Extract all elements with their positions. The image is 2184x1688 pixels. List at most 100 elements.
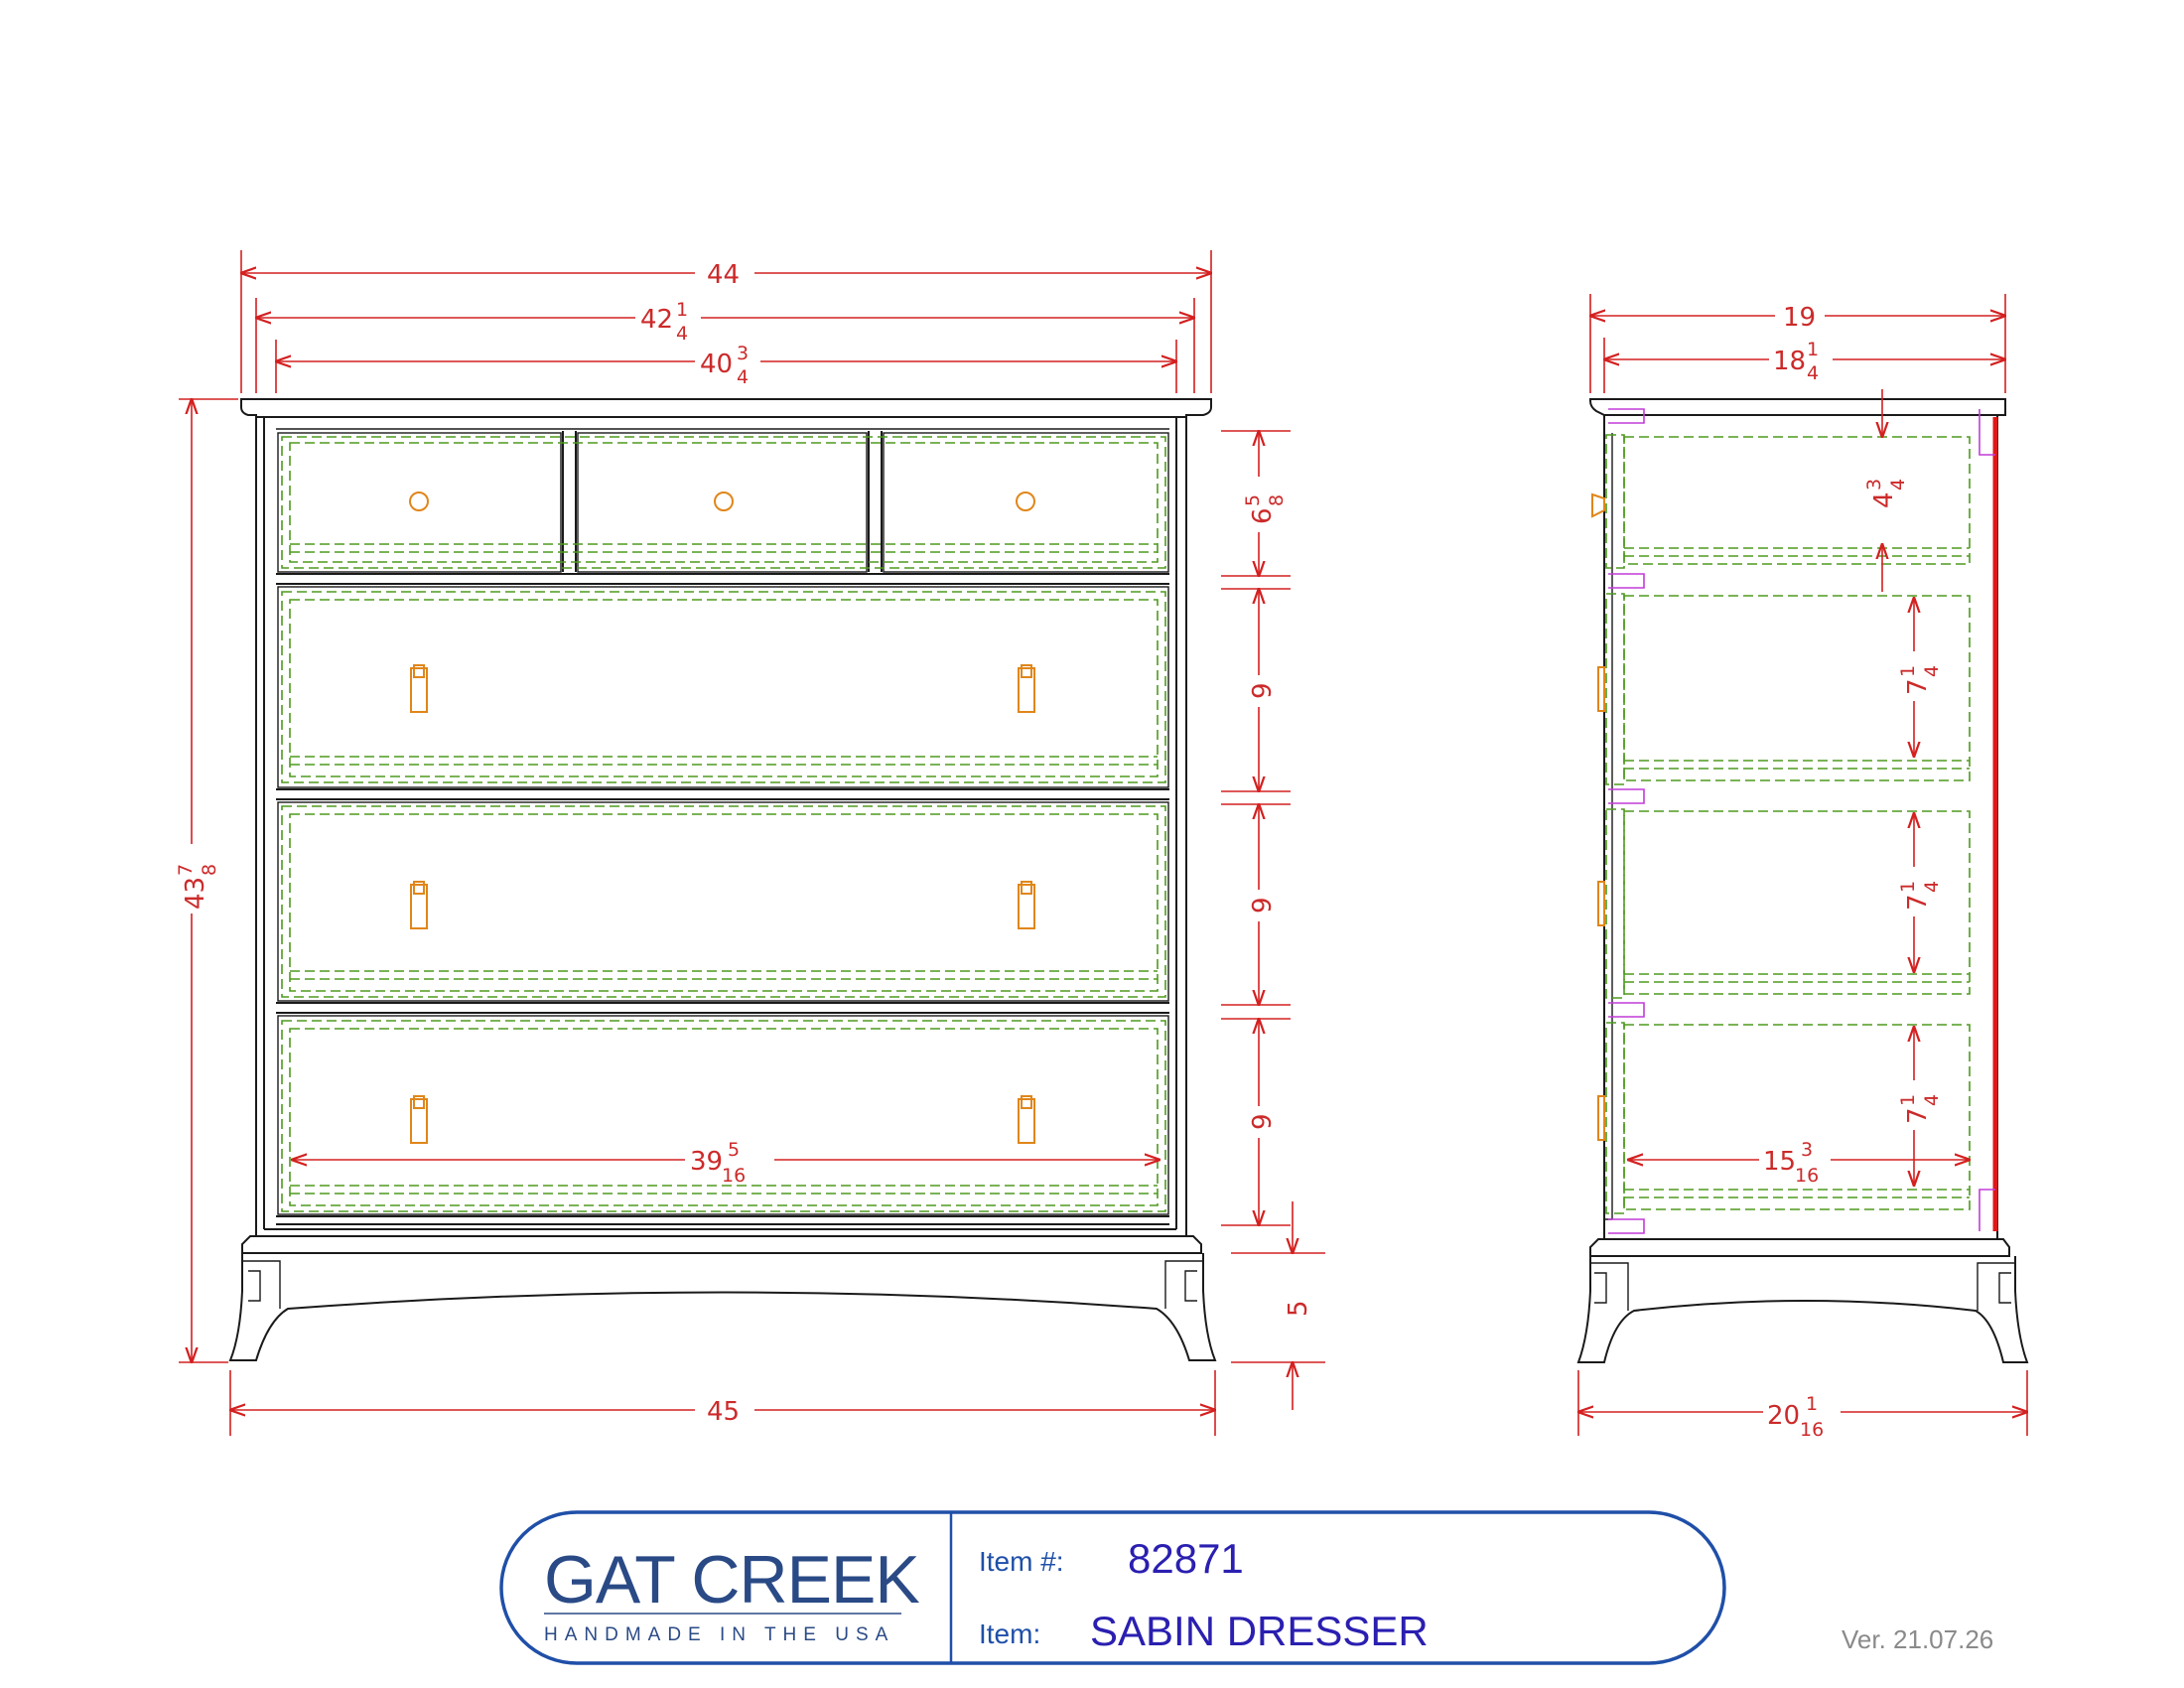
- svg-text:39: 39: [690, 1147, 723, 1177]
- svg-text:40: 40: [700, 350, 733, 379]
- dim-drawer3-height: 9: [1247, 890, 1279, 921]
- item-number-label: Item #:: [979, 1546, 1064, 1577]
- front-base-legs: [228, 1253, 1217, 1361]
- svg-text:7: 7: [1903, 1107, 1933, 1124]
- dim-drawer4-height: 9: [1247, 1106, 1279, 1138]
- side-hardware-profiles: [1591, 492, 1605, 1141]
- svg-text:7: 7: [1903, 894, 1933, 911]
- front-leg-joinery: [242, 1260, 1203, 1309]
- svg-text:3: 3: [737, 343, 749, 364]
- dim-overall-top: 44: [695, 256, 754, 290]
- dim-base-depth: 20 1 16: [1763, 1392, 1841, 1441]
- front-base-molding: [241, 1235, 1202, 1254]
- front-case-outline: [255, 417, 1187, 1236]
- svg-text:1: 1: [1807, 339, 1819, 360]
- knob-icon: [714, 492, 734, 511]
- side-base-molding: [1589, 1238, 2010, 1257]
- side-view: [1576, 398, 2029, 1363]
- company-logo: GAT CREEK: [544, 1542, 919, 1618]
- side-top: [1589, 398, 2006, 416]
- svg-text:42: 42: [640, 305, 673, 335]
- dim-drawer2-height: 9: [1247, 675, 1279, 707]
- dimension-labels: 44 42 1 4 40 3 4 39 5 16 45 43 7: [174, 256, 1943, 1441]
- svg-text:9: 9: [1248, 897, 1278, 914]
- svg-text:16: 16: [1800, 1419, 1824, 1441]
- front-rails: [276, 573, 1169, 1225]
- svg-text:16: 16: [722, 1165, 746, 1187]
- svg-text:7: 7: [175, 864, 197, 876]
- svg-text:9: 9: [1248, 682, 1278, 699]
- side-base-legs: [1576, 1256, 2029, 1363]
- dim-inner-width: 40 3 4: [695, 340, 760, 388]
- side-hidden-drawer-boxes: [1605, 434, 1971, 1214]
- dim-overall-depth: 19: [1775, 300, 1825, 333]
- dim-case-width: 42 1 4: [635, 296, 701, 345]
- item-number: 82871: [1128, 1535, 1244, 1582]
- svg-text:3: 3: [1863, 479, 1885, 491]
- svg-text:44: 44: [707, 260, 740, 290]
- dim-case-depth: 18 1 4: [1769, 338, 1833, 384]
- front-partitions: [562, 431, 883, 572]
- dim-base-height: 5: [1284, 1300, 1313, 1317]
- front-hidden-drawer-boxes: [281, 436, 1166, 1212]
- front-view: [228, 398, 1217, 1361]
- svg-text:1: 1: [1806, 1393, 1818, 1415]
- svg-text:4: 4: [1921, 665, 1943, 677]
- dim-overall-height: 43 7 8: [174, 844, 220, 914]
- pull-handle-icons: [410, 664, 1035, 1144]
- drawer-front-1a: [277, 432, 562, 573]
- svg-text:7: 7: [1903, 678, 1933, 695]
- item-label: Item:: [979, 1618, 1040, 1649]
- side-leg-joinery: [1590, 1262, 2015, 1311]
- svg-text:1: 1: [676, 299, 688, 321]
- svg-text:18: 18: [1773, 347, 1806, 376]
- dimension-lines: [179, 250, 2028, 1436]
- svg-text:4: 4: [737, 366, 749, 388]
- svg-text:19: 19: [1783, 303, 1816, 333]
- dim-drawer2-box-height: 7 1 4: [1896, 651, 1943, 701]
- svg-text:1: 1: [1897, 665, 1919, 677]
- dim-drawer-box-depth: 15 3 16: [1759, 1138, 1831, 1187]
- title-block-frame: [499, 1510, 1726, 1665]
- company-tagline: HANDMADE IN THE USA: [544, 1624, 894, 1645]
- drawer-front-1c: [883, 432, 1169, 573]
- svg-text:8: 8: [1266, 494, 1288, 506]
- dim-drawer-box-width: 39 5 16: [685, 1138, 774, 1187]
- svg-text:4: 4: [1887, 479, 1909, 491]
- svg-text:4: 4: [1807, 362, 1819, 384]
- version-label: Ver. 21.07.26: [1842, 1624, 1993, 1654]
- svg-text:4: 4: [1869, 492, 1899, 508]
- dim-drawer4-box-height: 7 1 4: [1896, 1080, 1943, 1130]
- knob-icon: [409, 492, 429, 511]
- side-joinery-marks: [1608, 408, 1995, 1234]
- svg-text:45: 45: [707, 1397, 740, 1427]
- drawer-front-3: [277, 801, 1169, 1002]
- drawer-front-1b: [577, 432, 868, 573]
- svg-text:9: 9: [1248, 1113, 1278, 1130]
- svg-text:3: 3: [1801, 1139, 1813, 1161]
- dim-drawer3-box-height: 7 1 4: [1896, 867, 1943, 916]
- drawer-front-2: [277, 586, 1169, 788]
- item-name: SABIN DRESSER: [1090, 1608, 1429, 1654]
- svg-text:5: 5: [1242, 494, 1264, 506]
- svg-text:1: 1: [1897, 1094, 1919, 1106]
- dim-drawer1-height: 6 5 8: [1241, 477, 1288, 532]
- front-top: [240, 398, 1212, 418]
- drawer-front-4: [277, 1015, 1169, 1215]
- svg-text:16: 16: [1795, 1165, 1819, 1187]
- svg-text:8: 8: [199, 864, 220, 876]
- svg-text:15: 15: [1763, 1147, 1796, 1177]
- svg-text:4: 4: [1921, 1094, 1943, 1106]
- knob-icon: [1016, 492, 1035, 511]
- svg-text:43: 43: [181, 877, 210, 910]
- svg-text:4: 4: [1921, 881, 1943, 893]
- svg-text:20: 20: [1767, 1401, 1800, 1431]
- svg-text:6: 6: [1248, 507, 1278, 524]
- svg-text:1: 1: [1897, 881, 1919, 893]
- title-block: GAT CREEK HANDMADE IN THE USA Item #: 82…: [499, 1510, 1726, 1665]
- svg-text:4: 4: [676, 323, 688, 345]
- dim-drawer1-box-height: 4 3 4: [1862, 465, 1909, 514]
- svg-text:5: 5: [728, 1139, 740, 1161]
- dim-overall-base: 45: [695, 1394, 754, 1427]
